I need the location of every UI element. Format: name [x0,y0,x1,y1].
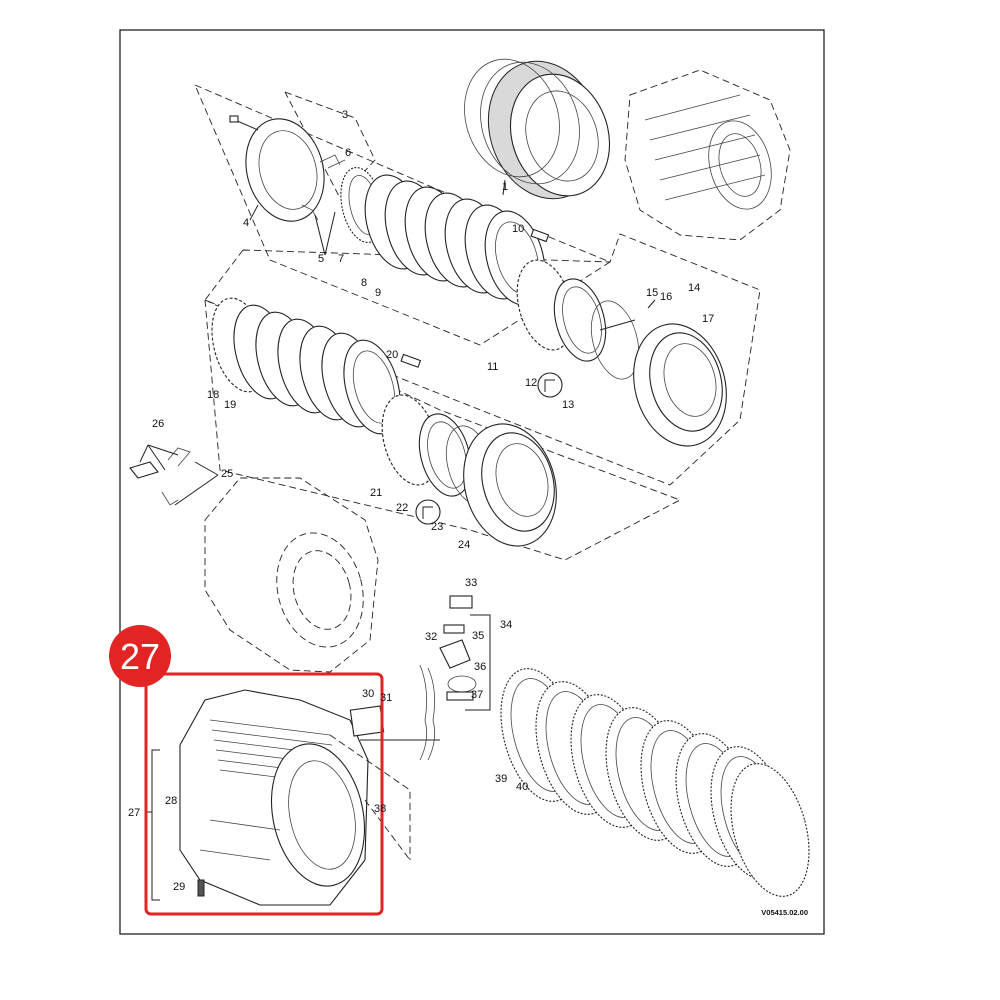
part-label-4: 4 [243,217,249,229]
part-label-39: 39 [495,773,507,785]
brackets-25-26 [129,444,219,506]
part-label-28: 28 [165,795,177,807]
part-label-38: 38 [374,803,386,815]
part-label-35: 35 [472,630,484,642]
part-label-9: 9 [375,287,381,299]
part-label-32: 32 [425,631,437,643]
part-label-16: 16 [660,291,672,303]
part-label-37: 37 [471,689,483,701]
piston-housing-part-24 [463,423,557,547]
middle-housing-outline [204,477,379,673]
part-label-36: 36 [474,661,486,673]
drawing-frame [119,29,825,935]
part-label-26: 26 [152,418,164,430]
part-label-34: 34 [500,619,512,631]
sensor-group-32-37 [419,595,491,761]
part-label-27: 27 [128,807,140,819]
part-label-25: 25 [221,468,233,480]
drawing-code: V05415.02.00 [761,908,808,917]
part-label-6: 6 [345,147,351,159]
part-label-23: 23 [431,521,443,533]
part-label-29: 29 [173,881,185,893]
part-label-24: 24 [458,539,470,551]
part-label-7: 7 [338,253,344,265]
part-label-10: 10 [512,223,524,235]
main-housing-part-28 [179,689,440,906]
part-label-1: 1 [502,181,508,193]
rings-11-12-13 [516,259,607,398]
top-right-housing [624,69,791,241]
clips-part-5 [301,154,346,256]
part-label-17: 17 [702,313,714,325]
part-label-18: 18 [207,389,219,401]
part-label-21: 21 [370,487,382,499]
rings-21-22-23 [381,394,495,525]
part-label-11: 11 [487,361,498,373]
drum-part-1 [464,58,611,200]
part-label-33: 33 [465,577,477,589]
part-label-12: 12 [525,377,537,389]
spring-parts-15-16 [590,299,656,380]
part-label-22: 22 [396,502,408,514]
part-label-40: 40 [516,781,528,793]
group-bracket-27 [151,749,160,901]
part-label-5: 5 [318,253,324,265]
highlight-box [144,672,384,916]
part-label-14: 14 [688,282,700,294]
part-label-15: 15 [646,287,658,299]
flange-part-4 [229,115,325,222]
piston-housing-part-17 [633,323,727,447]
kit-box-lower [204,299,682,561]
callout-number: 27 [120,636,160,677]
part-label-13: 13 [562,399,574,411]
right-plate-pack [500,668,810,897]
part-label-8: 8 [361,277,367,289]
part-label-20: 20 [386,349,398,361]
part-label-19: 19 [224,399,236,411]
part-label-31: 31 [380,692,392,704]
part-label-3: 3 [342,109,348,121]
callout-badge [109,625,171,687]
bolt-part-10 [530,228,550,243]
bolt-part-20 [400,353,422,368]
lower-plate-stack [211,297,401,435]
upper-plate-stack [364,174,546,306]
part-label-30: 30 [362,688,374,700]
